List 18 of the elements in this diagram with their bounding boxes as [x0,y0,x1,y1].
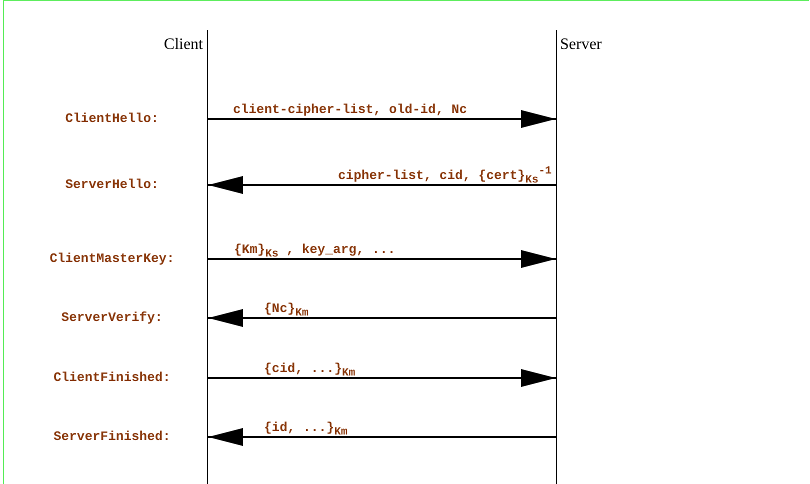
message-name: ServerFinished: [52,429,172,445]
message-label: {cid, ...}$_{Km}$ [263,361,356,376]
message-arrow [208,428,556,446]
participant-name: Server [560,36,602,54]
message-name: ClientMasterKey: [48,251,176,267]
message-name: ClientFinished: [52,370,172,386]
message-arrow [208,369,556,387]
message-label: client-cipher-list, old-id, Nc [232,102,468,117]
message-label: {Nc}$_{Km}$ [263,301,310,316]
message-arrow [208,110,556,128]
message-label: {id, ...}$_{Km}$ [263,420,348,435]
message-name: ServerVerify: [60,310,164,326]
message-arrow [208,250,556,268]
message-arrow [208,176,556,194]
participant-name: Client [164,36,203,54]
message-name: ServerHello: [64,177,160,193]
message-arrow [208,309,556,327]
message-name: ClientHello: [64,111,160,127]
